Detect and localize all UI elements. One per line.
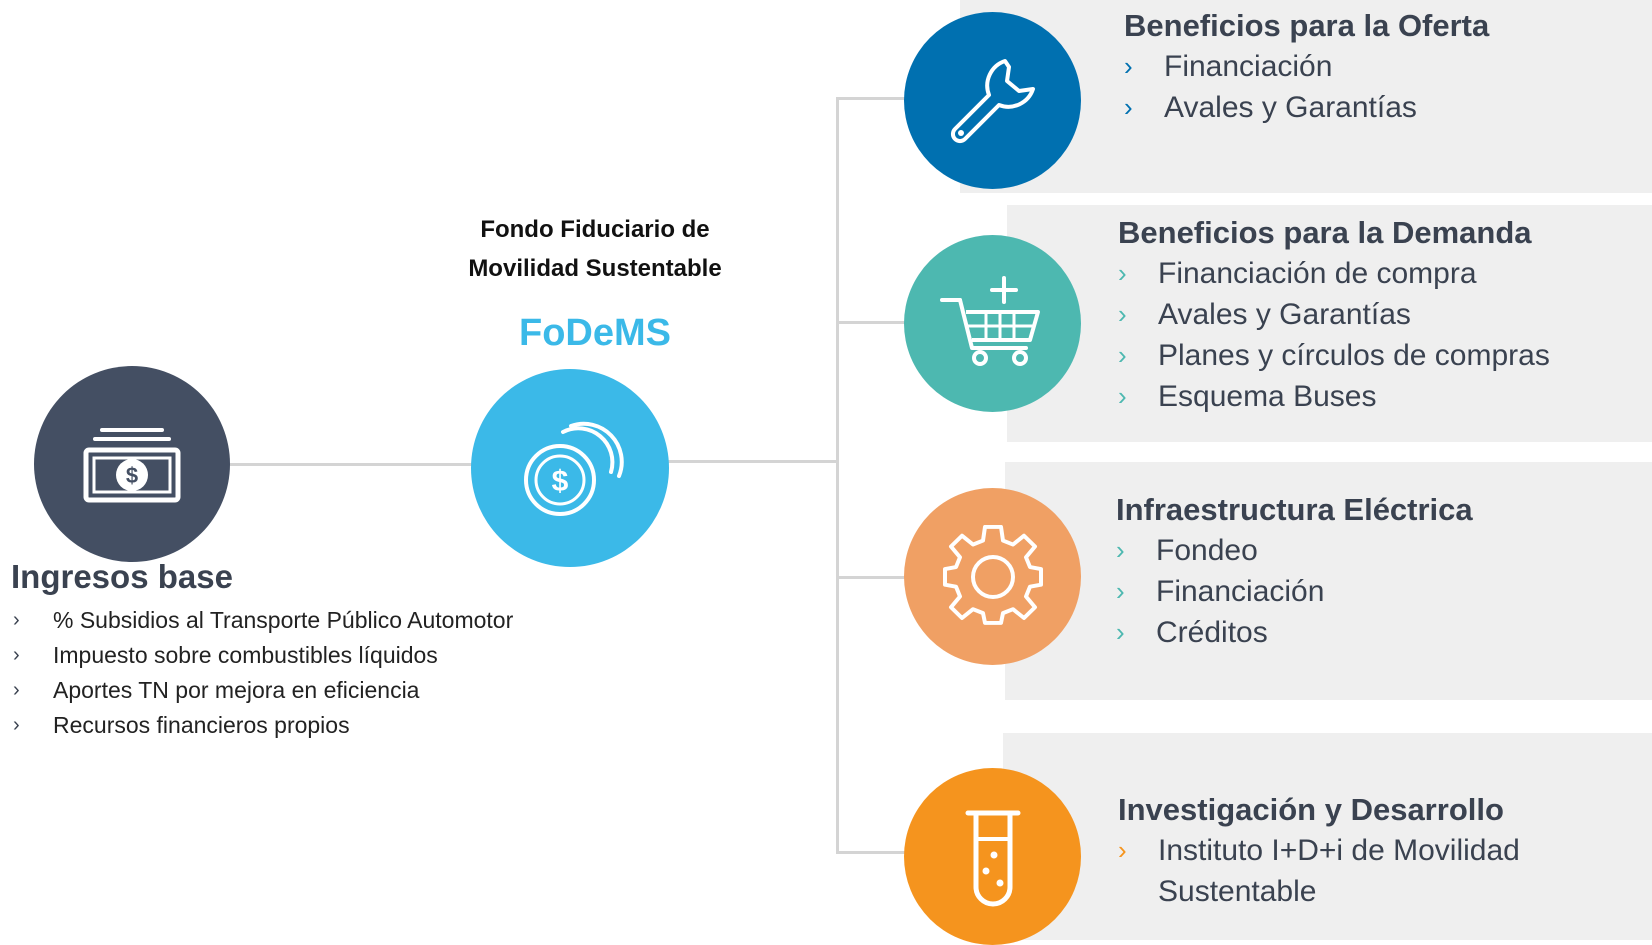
panel-demanda [1007,205,1652,442]
fund-title-line2: Movilidad Sustentable [468,255,722,282]
connector-base-to-fund [225,463,475,466]
coins-dollar-icon: $ [515,418,625,518]
fund-title-line1: Fondo Fiduciario de [480,216,710,243]
connector-fund-to-trunk [660,460,838,463]
chevron-right-icon: › [1118,299,1127,329]
list-item: ›Esquema Buses [1118,376,1550,417]
panel-investigacion [1003,733,1652,940]
list-item: ›Planes y círculos de compras [1118,335,1550,376]
chevron-right-icon: › [1116,617,1125,647]
chevron-right-icon: › [13,644,20,666]
list-item: ›Aportes TN por mejora en eficiencia [11,673,513,708]
list-item: ›Impuesto sobre combustibles líquidos [11,638,513,673]
connector-branch-infraestructura [836,576,908,579]
wrench-icon [943,51,1043,151]
list-item: ›Avales y Garantías [1118,294,1550,335]
oferta-list: ›Financiación ›Avales y Garantías [1124,46,1417,128]
chevron-right-icon: › [13,714,20,736]
demanda-title: Beneficios para la Demanda [1118,215,1532,250]
gear-icon [941,524,1045,629]
chevron-right-icon: › [1116,535,1125,565]
shopping-cart-icon [938,274,1048,374]
list-item: ›Financiación [1124,46,1417,87]
demanda-circle [904,235,1081,412]
chevron-right-icon: › [1124,51,1133,81]
base-income-list: ›% Subsidios al Transporte Público Autom… [11,603,513,743]
list-item: ›Instituto I+D+i de Movilidad Sustentabl… [1118,830,1598,912]
oferta-circle [904,12,1081,189]
list-item: ›Financiación [1116,571,1324,612]
chevron-right-icon: › [1116,576,1125,606]
money-bill-icon: $ [80,424,184,504]
oferta-title: Beneficios para la Oferta [1124,8,1490,43]
connector-trunk [836,97,839,854]
svg-text:$: $ [552,465,569,498]
infraestructura-circle [904,488,1081,665]
infraestructura-title: Infraestructura Eléctrica [1116,492,1473,527]
demanda-list: ›Financiación de compra ›Avales y Garant… [1118,253,1550,417]
panel-infraestructura [1005,462,1652,700]
chevron-right-icon: › [1118,835,1127,865]
svg-text:$: $ [126,463,138,488]
investigacion-list: ›Instituto I+D+i de Movilidad Sustentabl… [1118,830,1598,912]
test-tube-icon [958,805,1028,909]
chevron-right-icon: › [1118,258,1127,288]
connector-branch-demanda [836,321,908,324]
connector-branch-oferta [836,97,908,100]
chevron-right-icon: › [1124,92,1133,122]
chevron-right-icon: › [1118,340,1127,370]
list-item: ›% Subsidios al Transporte Público Autom… [11,603,513,638]
chevron-right-icon: › [1118,381,1127,411]
fund-title: Fondo Fiduciario de Movilidad Sustentabl… [380,210,810,288]
infraestructura-list: ›Fondeo ›Financiación ›Créditos [1116,530,1324,653]
chevron-right-icon: › [13,679,20,701]
investigacion-title: Investigación y Desarrollo [1118,792,1504,827]
investigacion-circle [904,768,1081,945]
base-income-title: Ingresos base [11,558,233,595]
fund-acronym: FoDeMS [519,312,671,354]
list-item: ›Avales y Garantías [1124,87,1417,128]
fund-circle: $ [471,369,669,567]
chevron-right-icon: › [13,609,20,631]
list-item: ›Créditos [1116,612,1324,653]
connector-branch-investigacion [836,851,908,854]
list-item: ›Recursos financieros propios [11,708,513,743]
list-item: ›Fondeo [1116,530,1324,571]
list-item: ›Financiación de compra [1118,253,1550,294]
base-income-circle: $ [34,366,230,562]
